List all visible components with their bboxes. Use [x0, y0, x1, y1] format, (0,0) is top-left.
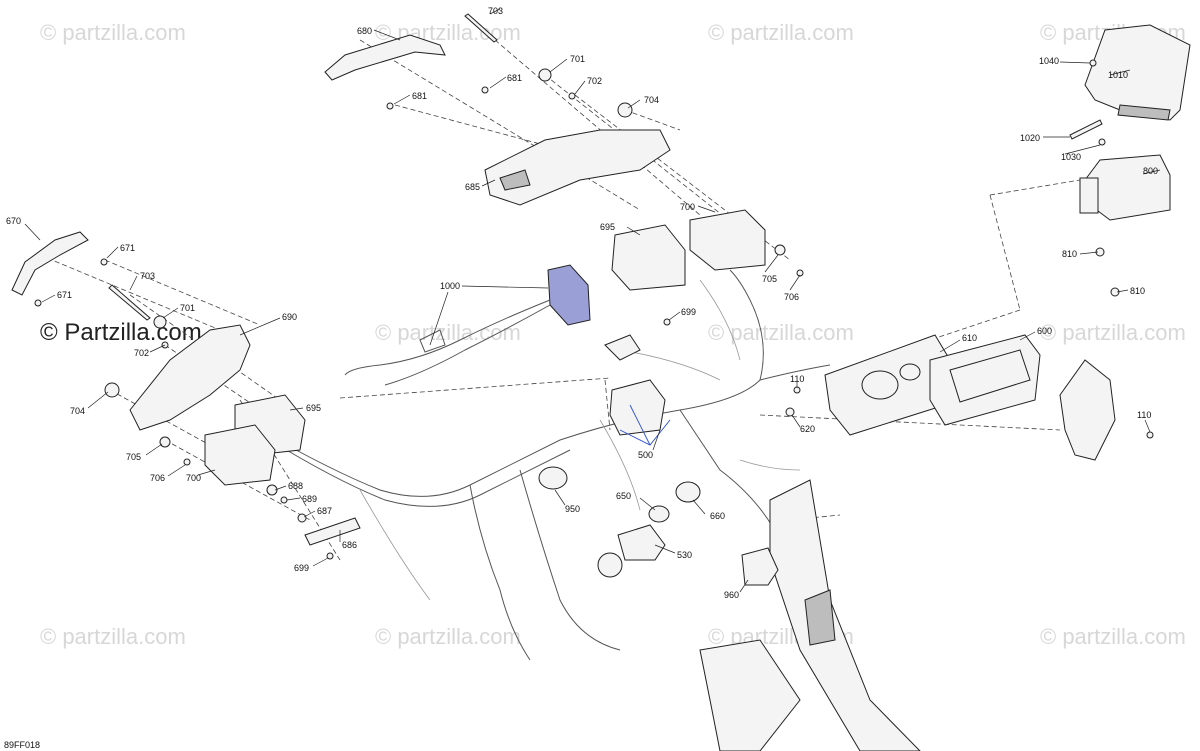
leaders	[24, 8, 1161, 593]
callout-703: 703	[140, 271, 155, 281]
callout-1000: 1000	[440, 281, 460, 291]
watermarks: © partzilla.com © partzilla.com © partzi…	[40, 20, 1186, 649]
callout-530: 530	[677, 550, 692, 560]
callout-699: 699	[681, 307, 696, 317]
bracket-right	[1059, 359, 1116, 461]
callout-689: 689	[302, 494, 317, 504]
callout-700: 700	[680, 202, 695, 212]
wiring-harness	[259, 269, 831, 661]
callout-671: 671	[57, 290, 72, 300]
callout-705: 705	[126, 452, 141, 462]
callout-600: 600	[1037, 326, 1052, 336]
switches-lower	[538, 466, 779, 586]
frame-column	[699, 479, 921, 751]
callout-610: 610	[962, 333, 977, 343]
callout-1010: 1010	[1108, 70, 1128, 80]
callouts: 703 680 681 681 701 702 704 685 700 695 …	[6, 6, 1158, 600]
bracket-670	[11, 231, 89, 296]
module-800	[1079, 154, 1171, 221]
callout-1020: 1020	[1020, 133, 1040, 143]
callout-690: 690	[282, 312, 297, 322]
callout-671: 671	[120, 243, 135, 253]
bracket-685	[484, 129, 671, 206]
connector-500	[604, 334, 671, 446]
watermark-text: © partzilla.com	[40, 20, 186, 45]
callout-704: 704	[70, 406, 85, 416]
callout-110: 110	[1137, 410, 1151, 420]
callout-706: 706	[150, 473, 165, 483]
callout-950: 950	[565, 504, 580, 514]
callout-685: 685	[465, 182, 480, 192]
watermark-text: © partzilla.com	[375, 624, 521, 649]
switch-housings	[204, 209, 766, 486]
callout-650: 650	[616, 491, 631, 501]
callout-1040: 1040	[1039, 56, 1059, 66]
callout-704: 704	[644, 95, 659, 105]
callout-110: 110	[790, 374, 804, 384]
callout-960: 960	[724, 590, 739, 600]
callout-702: 702	[587, 76, 602, 86]
callout-680: 680	[357, 26, 372, 36]
callout-1030: 1030	[1061, 152, 1081, 162]
fasteners	[34, 13, 1120, 560]
watermark-text: © partzilla.com	[40, 624, 186, 649]
bracket-680	[324, 34, 446, 81]
callout-686: 686	[342, 540, 357, 550]
bracket-690	[129, 324, 251, 431]
watermark-text: © partzilla.com	[1040, 320, 1186, 345]
callout-703: 703	[488, 6, 503, 16]
callout-701: 701	[180, 303, 195, 313]
switch-1000	[344, 264, 591, 386]
callout-670: 670	[6, 216, 21, 226]
bracket-1010	[1084, 24, 1191, 121]
callout-701: 701	[570, 54, 585, 64]
watermark-text-dark: © Partzilla.com	[40, 319, 202, 346]
callout-695: 695	[600, 222, 615, 232]
watermark-text: © partzilla.com	[1040, 624, 1186, 649]
callout-700: 700	[186, 473, 201, 483]
callout-688: 688	[288, 481, 303, 491]
gauge-cluster	[824, 334, 1041, 436]
callout-800: 800	[1143, 166, 1158, 176]
callout-695: 695	[306, 403, 321, 413]
callout-706: 706	[784, 292, 799, 302]
callout-705: 705	[762, 274, 777, 284]
watermark-text: © partzilla.com	[708, 20, 854, 45]
callout-702: 702	[134, 348, 149, 358]
callout-681: 681	[507, 73, 522, 83]
callout-687: 687	[317, 506, 332, 516]
callout-660: 660	[710, 511, 725, 521]
callout-810: 810	[1062, 249, 1077, 259]
callout-620: 620	[800, 424, 815, 434]
callout-699: 699	[294, 563, 309, 573]
watermark-text: © partzilla.com	[708, 320, 854, 345]
small-hardware	[785, 386, 1154, 439]
callout-500: 500	[638, 450, 653, 460]
callout-681: 681	[412, 91, 427, 101]
figure-reference: 89FF018	[4, 740, 40, 750]
watermark-text: © partzilla.com	[375, 320, 521, 345]
callout-810: 810	[1130, 286, 1145, 296]
